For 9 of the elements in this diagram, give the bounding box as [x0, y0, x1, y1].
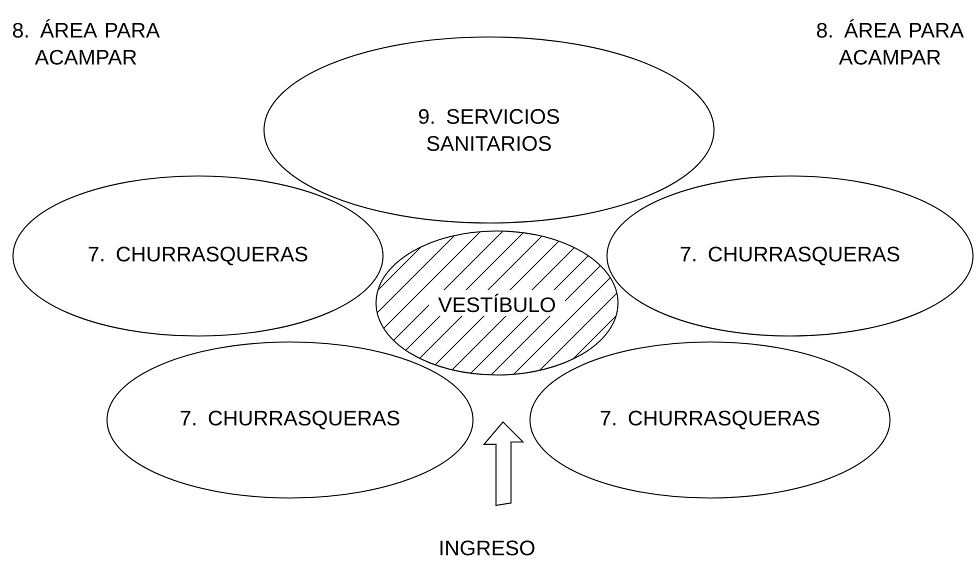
ellipse-area: 7. CHURRASQUERAS: [529, 341, 891, 499]
ellipse-area: 9. SERVICIOS SANITARIOS: [263, 36, 715, 224]
ellipse-area: 7. CHURRASQUERAS: [12, 175, 384, 337]
ellipse-area: 7. CHURRASQUERAS: [106, 341, 474, 499]
ellipse-area: 7. CHURRASQUERAS: [606, 175, 974, 337]
area-label: 8. ÁREA PARA ACAMPAR: [817, 19, 964, 65]
area-label: 8. ÁREA PARA ACAMPAR: [13, 19, 160, 65]
block-arrow: [482, 421, 524, 506]
entrance-text: INGRESO: [440, 540, 534, 556]
